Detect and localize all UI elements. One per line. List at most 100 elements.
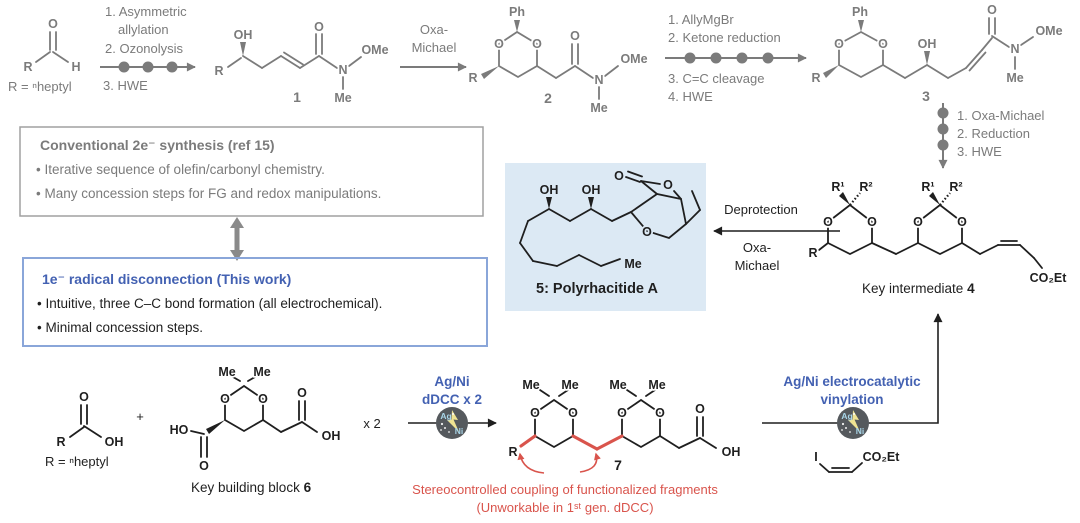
oh-label: OH [234, 28, 253, 42]
me-label: Me [609, 378, 626, 392]
compound-7-label: 7 [614, 457, 622, 473]
r-label: R [811, 71, 820, 85]
ome-label: OMe [1035, 24, 1062, 38]
polyrhacitide-structure: OH OH O O O Me 5: Polyrhacitide A [519, 167, 701, 297]
box-bullet: • Iterative sequence of olefin/carbonyl … [36, 162, 325, 177]
h-label: H [71, 60, 80, 74]
me-label: Me [334, 91, 351, 105]
ring-o-label: O [655, 406, 665, 420]
carbonyl-o-label: O [48, 17, 58, 31]
co2et-label: CO₂Et [863, 450, 901, 464]
ring-o-label: O [258, 392, 268, 406]
ph-label: Ph [852, 5, 868, 19]
r2-label: R² [949, 180, 962, 194]
carbonyl-o-label: O [297, 386, 307, 400]
r-label: R [808, 246, 817, 260]
condition-line: 3. C=C cleavage [668, 71, 764, 86]
ring-o-label: O [530, 406, 540, 420]
me-label: Me [590, 101, 607, 115]
carbonyl-o-label: O [314, 20, 324, 34]
red-annotation: Stereocontrolled coupling of functionali… [412, 482, 718, 515]
condition-line: 3. HWE [957, 144, 1002, 159]
oh-label: OH [722, 445, 741, 459]
condition-line: Deprotection [724, 202, 798, 217]
acid-structure: O R OH [55, 388, 125, 451]
me-label: Me [624, 257, 641, 271]
this-work-box: 1e⁻ radical disconnection (This work) • … [22, 257, 488, 347]
annotation-line: Stereocontrolled coupling of functionali… [412, 482, 718, 497]
ring-o-label: O [617, 406, 627, 420]
iodine-label: I [814, 450, 817, 464]
ring-o-label: O [878, 37, 888, 51]
deprotection-arrow: Deprotection Oxa- Michael [713, 202, 840, 273]
ph-label: Ph [509, 5, 525, 19]
compound-2-structure: Ph O O R O N OMe Me 2 [467, 3, 650, 117]
condition-line: dDCC x 2 [422, 392, 482, 407]
condition-line: Ag/Ni [434, 374, 469, 389]
me-label: Me [253, 365, 270, 379]
vinyl-iodide-structure: I CO₂Et [813, 448, 902, 473]
me-label: Me [561, 378, 578, 392]
r2-label: R² [859, 180, 872, 194]
n-label: N [594, 73, 603, 87]
ring-o-label: O [220, 392, 230, 406]
me-label: Me [522, 378, 539, 392]
polyrhacitide-label: 5: Polyrhacitide A [536, 281, 658, 297]
ring-o-label: O [913, 215, 923, 229]
me-label: Me [648, 378, 665, 392]
condition-line: Ag/Ni electrocatalytic [783, 374, 921, 389]
compound-3-label: 3 [922, 88, 930, 104]
compound-1-label: 1 [293, 89, 301, 105]
allylation-reduction-arrow: 1. AllyMgBr 2. Ketone reduction 3. C=C c… [665, 12, 807, 104]
condition-line: Oxa- [743, 240, 771, 255]
condition-line: 4. HWE [668, 89, 713, 104]
condition-line: Michael [412, 40, 457, 55]
n-label: N [1010, 42, 1019, 56]
r-label: R [214, 64, 223, 78]
condition-line: 1. Oxa-Michael [957, 108, 1045, 123]
compound-3-structure: Ph O O R OH O N OMe Me 3 [810, 1, 1065, 104]
pyran-o-label: O [642, 225, 652, 239]
key-intermediate-4-label: Key intermediate 4 [862, 281, 975, 296]
ester-o-label: O [663, 178, 673, 192]
r1-label: R¹ [831, 180, 844, 194]
ring-o-label: O [867, 215, 877, 229]
box-title: 1e⁻ radical disconnection (This work) [42, 271, 291, 287]
condition-line: 2. Reduction [957, 126, 1030, 141]
oh-label: OH [582, 183, 601, 197]
r-label: R [468, 71, 477, 85]
co2et-label: CO₂Et [1030, 271, 1068, 285]
ring-o-label: O [834, 37, 844, 51]
oh-label: OH [918, 37, 937, 51]
n-label: N [338, 63, 347, 77]
building-block-6-structure: Me Me O O HO O O OH Key building block 6 [168, 363, 342, 495]
condition-line: Oxa- [420, 22, 448, 37]
carbonyl-o-label: O [199, 459, 209, 473]
me-label: Me [218, 365, 235, 379]
retrosynthetic-arrow [579, 452, 601, 473]
ho-label: HO [170, 423, 189, 437]
condition-line: Michael [735, 258, 780, 273]
r-label: R [508, 445, 517, 459]
compound-1-structure: OH R O N OMe Me 1 [213, 18, 391, 107]
condition-line: 2. Ketone reduction [668, 30, 781, 45]
carbonyl-o-label: O [695, 402, 705, 416]
conventional-synthesis-box: Conventional 2e⁻ synthesis (ref 15) • It… [19, 126, 484, 217]
comparison-double-arrow [230, 217, 244, 261]
box-bullet: • Minimal concession steps. [37, 320, 203, 335]
condition-line: 3. HWE [103, 78, 148, 93]
r-definition-top: R = ⁿheptyl [8, 79, 72, 94]
key-intermediate-4-structure: R¹ R² R¹ R² O O O O R CO₂Et Key intermed… [807, 178, 1069, 296]
carbonyl-o-label: O [570, 29, 580, 43]
oh-label: OH [540, 183, 559, 197]
condition-line: allylation [118, 22, 169, 37]
r1-label: R¹ [921, 180, 934, 194]
r-label: R [56, 435, 65, 449]
ring-o-label: O [823, 215, 833, 229]
ring-o-label: O [494, 37, 504, 51]
ring-o-label: O [532, 37, 542, 51]
box-bullet: • Intuitive, three C–C bond formation (a… [37, 296, 382, 311]
annotation-line: (Unworkable in 1ˢᵗ gen. dDCC) [476, 500, 653, 515]
oh-label: OH [322, 429, 341, 443]
